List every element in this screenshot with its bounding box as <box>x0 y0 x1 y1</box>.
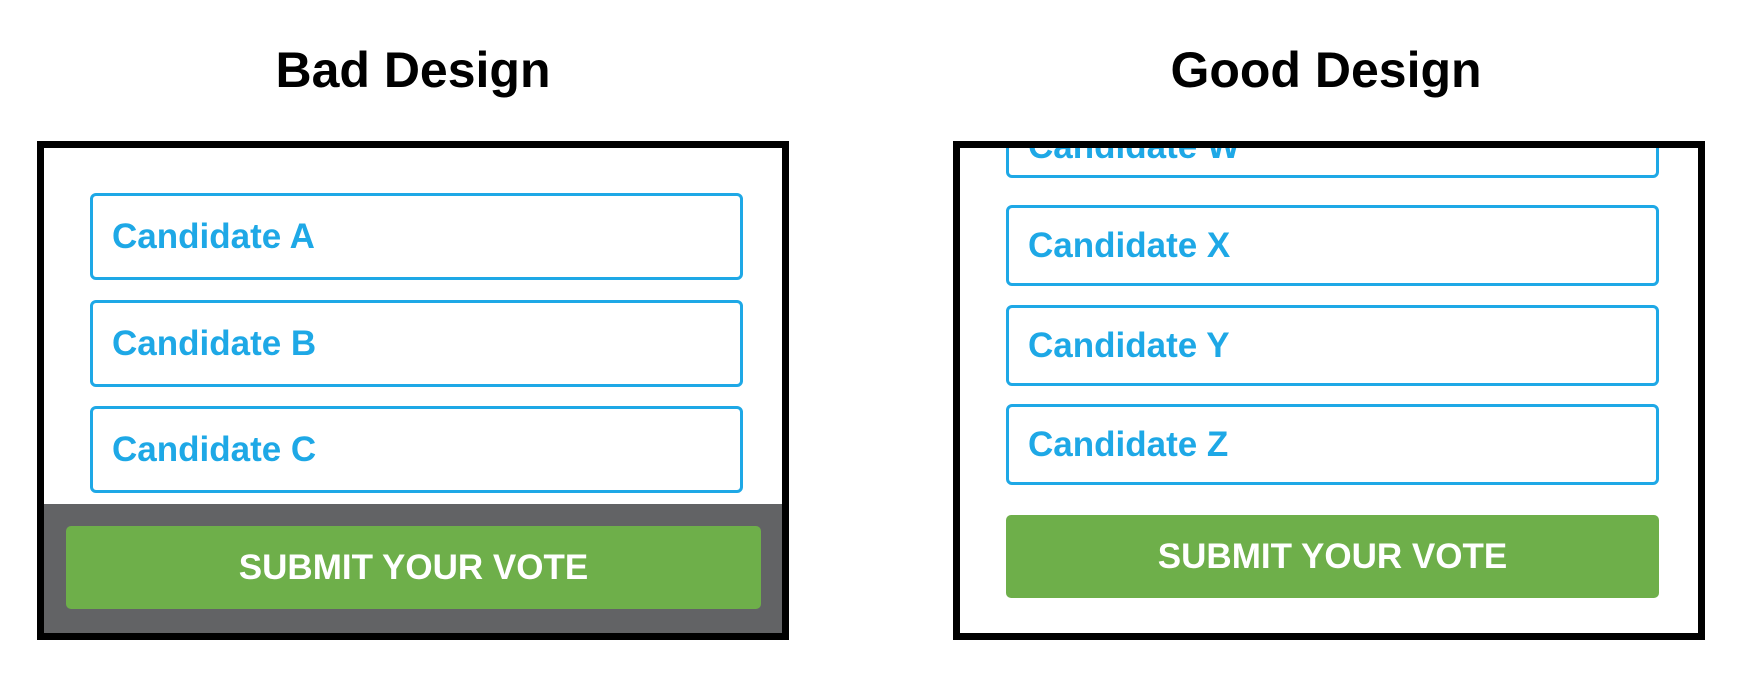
sticky-footer-bar: SUBMIT YOUR VOTE <box>44 504 782 633</box>
candidate-label: Candidate Z <box>1028 424 1229 464</box>
candidate-label: Candidate C <box>112 429 317 469</box>
candidate-label: Candidate B <box>112 323 317 363</box>
candidate-label: Candidate X <box>1028 225 1231 265</box>
candidate-option-x[interactable]: Candidate X <box>1006 205 1659 286</box>
submit-vote-button[interactable]: SUBMIT YOUR VOTE <box>1006 515 1659 598</box>
good-design-title: Good Design <box>1170 42 1482 98</box>
bad-design-title: Bad Design <box>275 42 551 98</box>
candidate-option-z[interactable]: Candidate Z <box>1006 404 1659 485</box>
candidate-label: Candidate A <box>112 216 315 256</box>
candidate-option-b[interactable]: Candidate B <box>90 300 743 387</box>
submit-vote-label: SUBMIT YOUR VOTE <box>1157 536 1508 576</box>
candidate-label: Candidate Y <box>1028 325 1230 365</box>
candidate-option-a[interactable]: Candidate A <box>90 193 743 280</box>
submit-vote-label: SUBMIT YOUR VOTE <box>238 547 589 587</box>
candidate-option-c[interactable]: Candidate C <box>90 406 743 493</box>
good-design-screen: Candidate W Candidate X Candidate Y Cand… <box>953 141 1705 640</box>
bad-design-screen: Candidate A Candidate B Candidate C SUBM… <box>37 141 789 640</box>
candidate-label: Candidate W <box>1028 141 1240 166</box>
candidate-option-w[interactable]: Candidate W <box>1006 141 1659 178</box>
submit-vote-button[interactable]: SUBMIT YOUR VOTE <box>66 526 761 609</box>
candidate-option-y[interactable]: Candidate Y <box>1006 305 1659 386</box>
